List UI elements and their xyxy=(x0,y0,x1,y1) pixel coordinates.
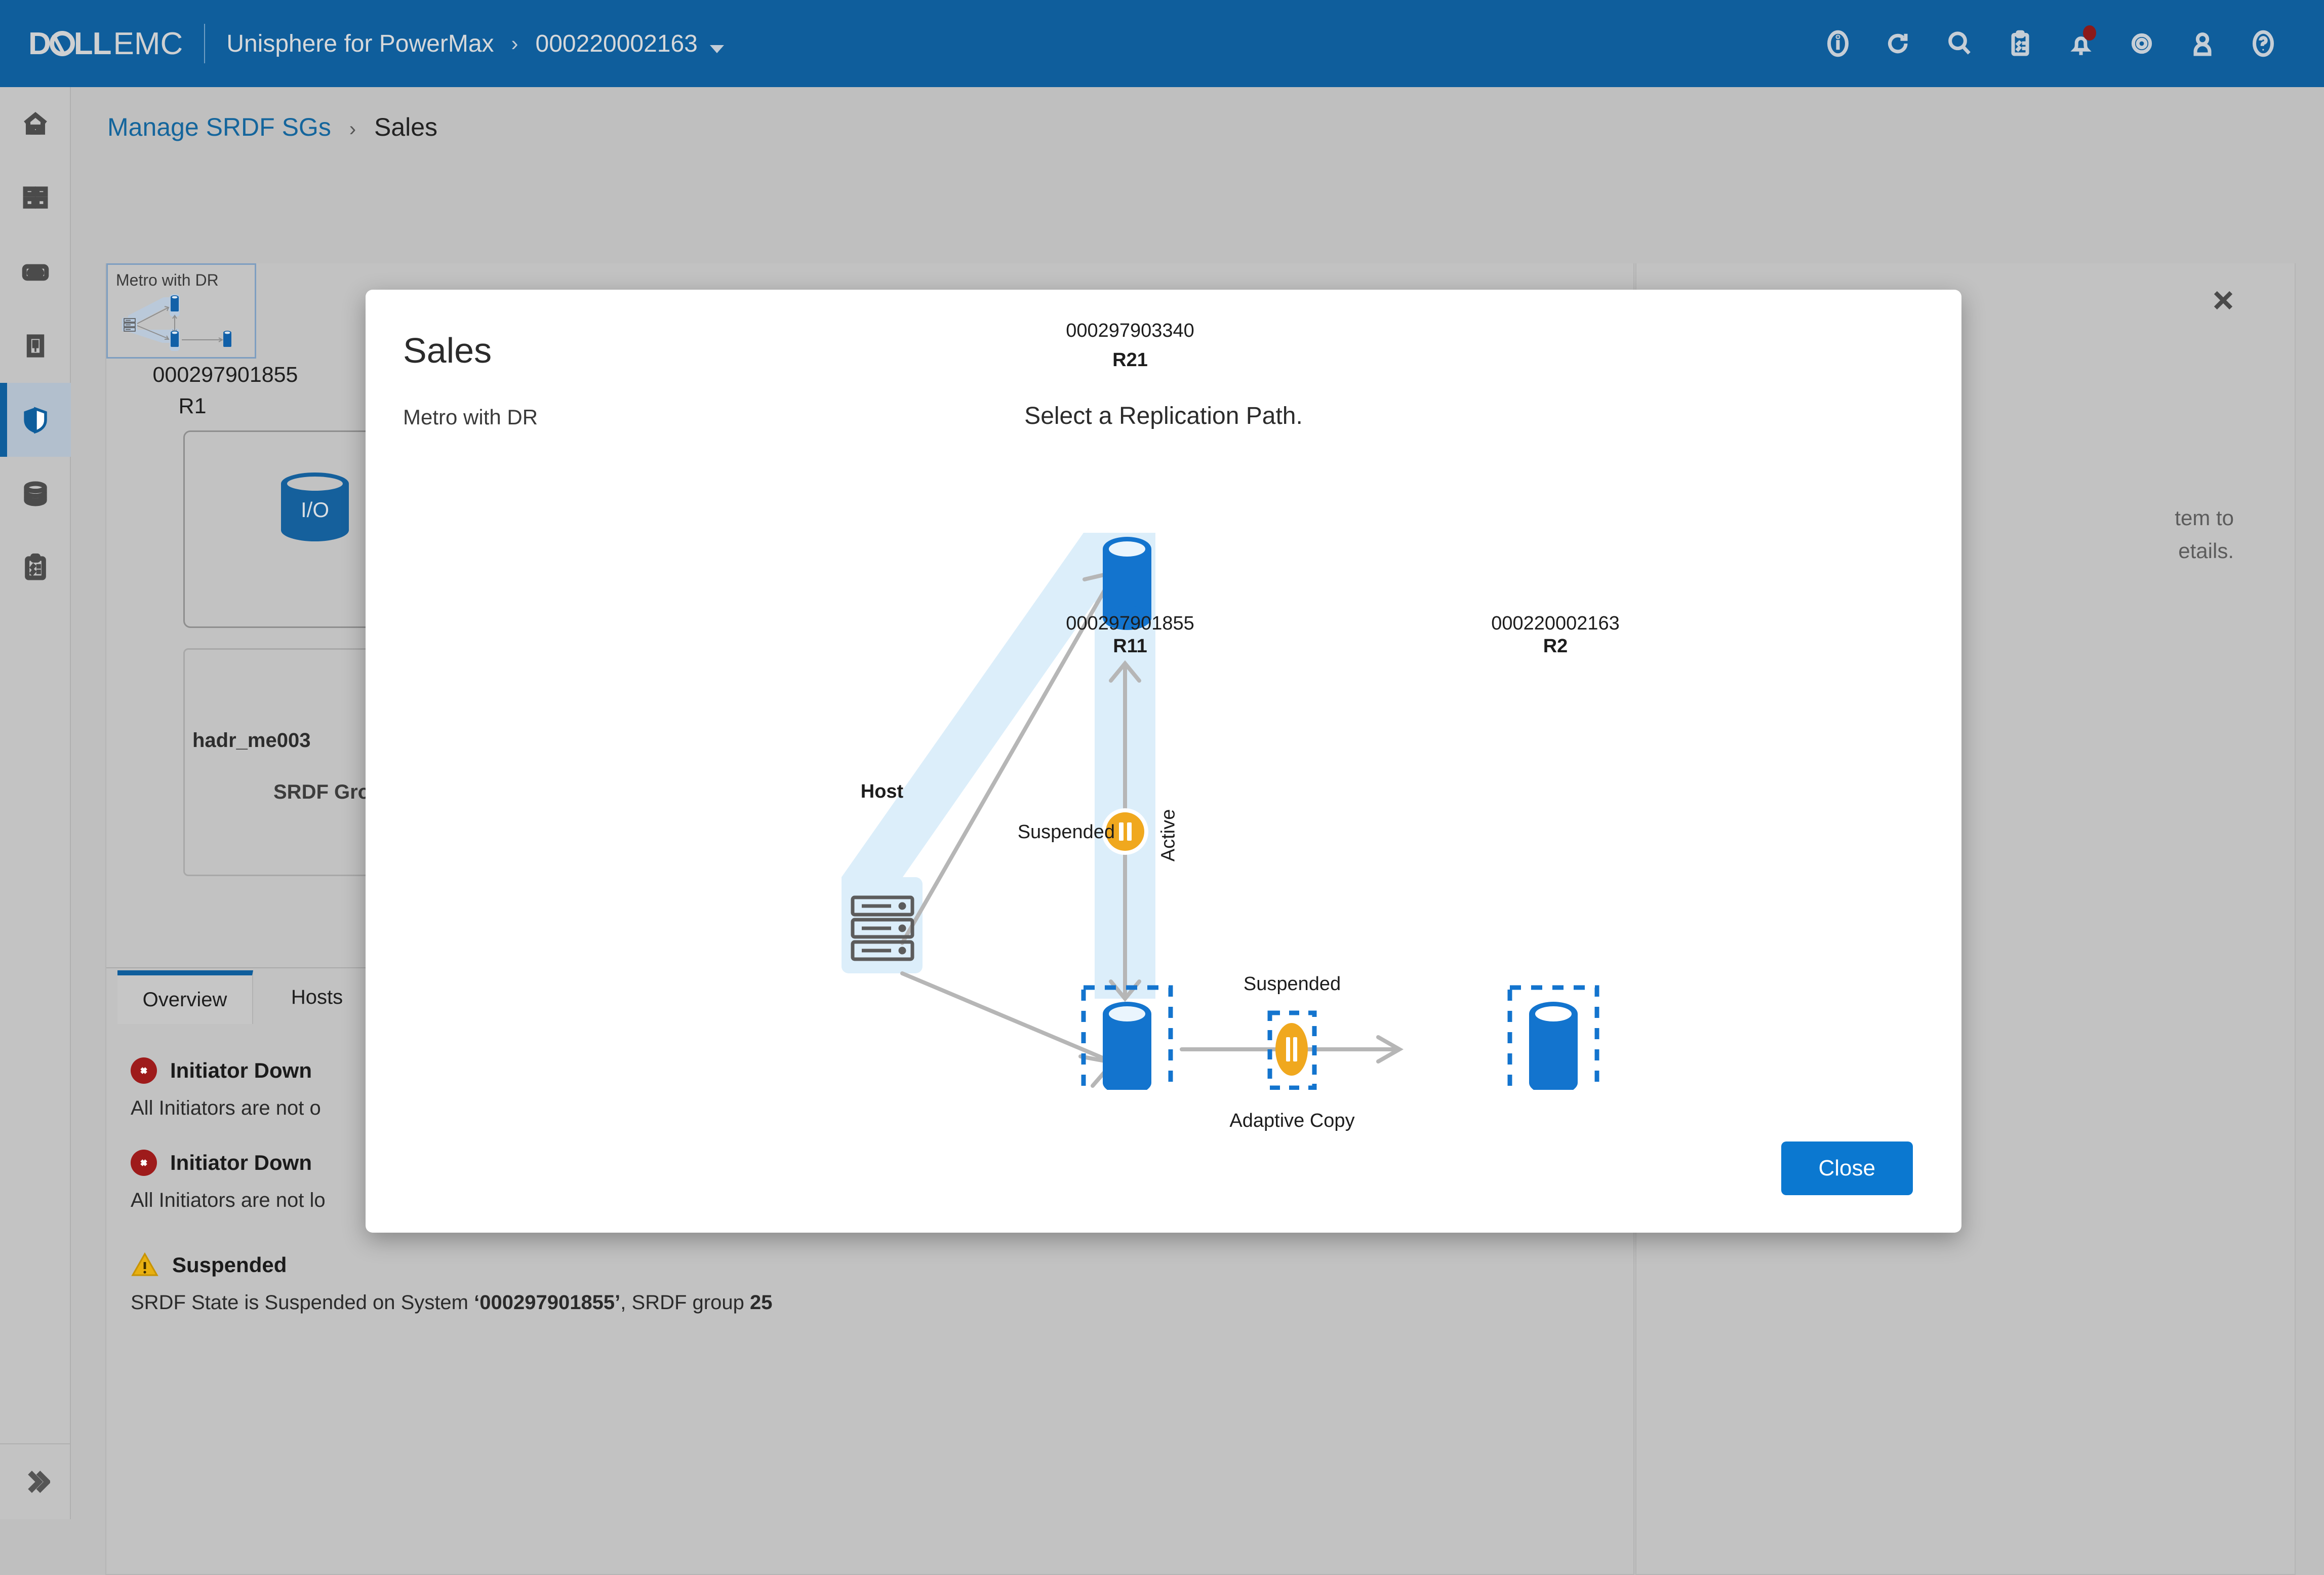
volume-r11-icon xyxy=(1103,1002,1151,1090)
r21-role-label: R21 xyxy=(1039,349,1221,371)
metro-mode-label: Active xyxy=(1158,790,1180,881)
pause-indicator-dr[interactable] xyxy=(1275,1023,1308,1076)
r11-system-id-label: 000297901855 xyxy=(1039,613,1221,635)
r21-system-id-label: 000297903340 xyxy=(1039,320,1221,342)
dialog-footer: Close xyxy=(366,1116,1961,1233)
replication-path-diagram: 000297903340 R21 Host Suspended Active 0… xyxy=(366,442,1961,1090)
dr-state-label: Suspended xyxy=(1201,973,1383,995)
r2-system-id-label: 000220002163 xyxy=(1464,613,1647,635)
replication-path-dialog: Sales Metro with DR Select a Replication… xyxy=(366,290,1961,1233)
host-label: Host xyxy=(816,781,948,803)
r11-role-label: R11 xyxy=(1039,636,1221,657)
close-button[interactable]: Close xyxy=(1781,1141,1913,1195)
r2-role-label: R2 xyxy=(1464,636,1647,657)
metro-state-label: Suspended xyxy=(963,821,1115,843)
dialog-instruction: Select a Replication Path. xyxy=(366,402,1961,430)
replication-topology-svg xyxy=(366,442,1961,1090)
modal-backdrop: Sales Metro with DR Select a Replication… xyxy=(0,0,2324,1519)
volume-r2-icon xyxy=(1529,1002,1578,1090)
dialog-title: Sales xyxy=(403,330,492,371)
